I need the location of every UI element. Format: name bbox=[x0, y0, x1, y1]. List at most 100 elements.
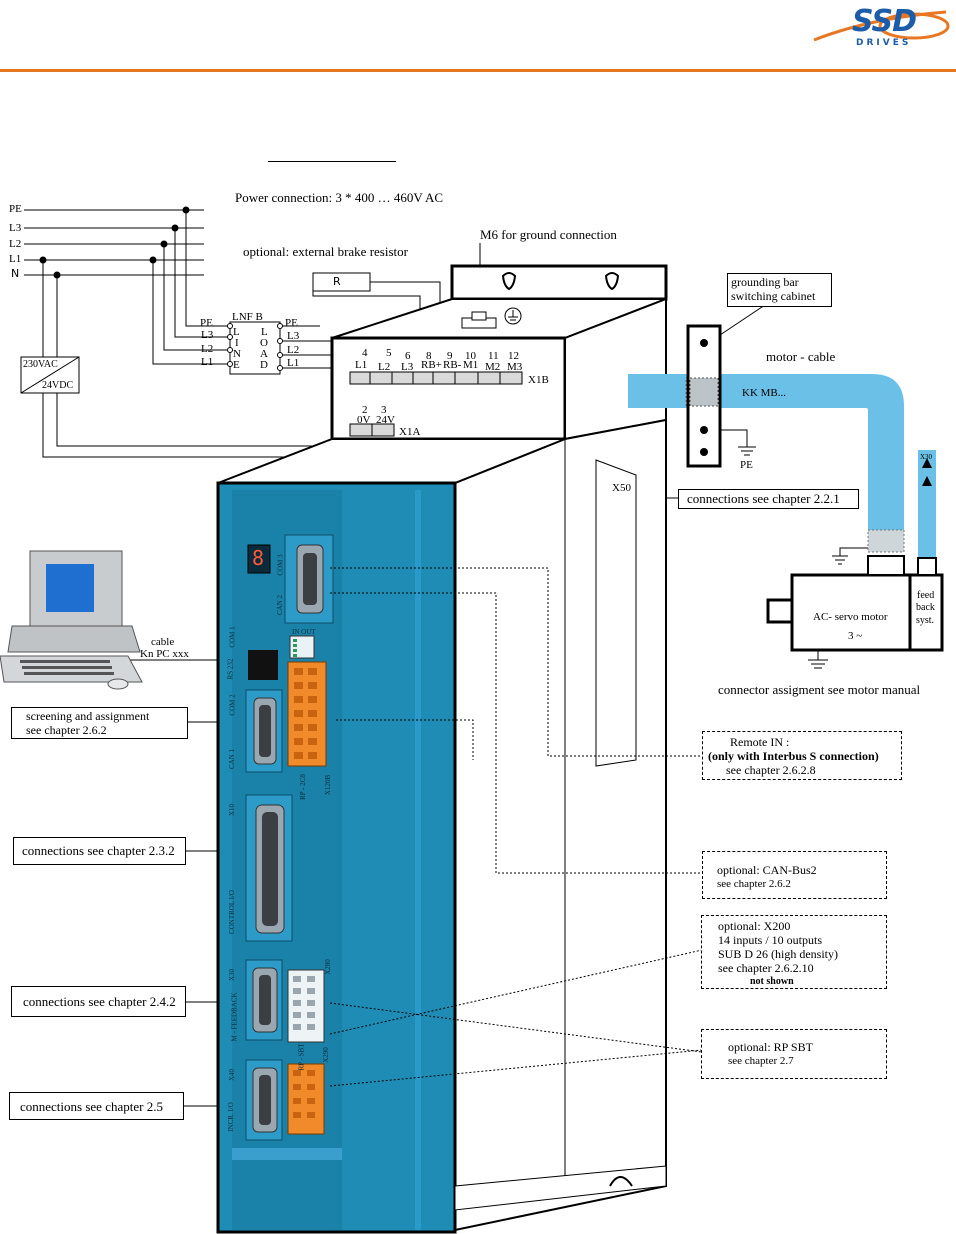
grounding-bar-box: grounding bar switching cabinet bbox=[727, 273, 832, 307]
x1b-number-10: 10 bbox=[465, 350, 476, 362]
x1b-term-rbminus: RB- bbox=[443, 359, 462, 371]
filter-line-letter-3: N bbox=[233, 348, 241, 360]
rp-sbt-line1: optional: RP SBT bbox=[728, 1040, 813, 1054]
x1a-term-0v: 0V bbox=[357, 414, 371, 426]
switching-cabinet-text: switching cabinet bbox=[731, 289, 816, 303]
x1b-terminal-strip bbox=[349, 371, 523, 385]
filter-out-l2: L2 bbox=[287, 344, 300, 356]
filter-out-pe: PE bbox=[285, 317, 298, 329]
filter-terminals bbox=[227, 323, 283, 371]
remote-in-line1: Remote IN : bbox=[730, 735, 790, 749]
feedback-label-3: syst. bbox=[916, 615, 935, 626]
x1b-term-l3: L3 bbox=[401, 361, 414, 373]
x10-note-box: connections see chapter 2.3.2 bbox=[13, 837, 186, 865]
filter-out-l3: L3 bbox=[287, 330, 300, 342]
x200-note-box: optional: X200 14 inputs / 10 outputs SU… bbox=[701, 915, 887, 989]
filter-load-letter-2: O bbox=[260, 337, 268, 349]
panel-label-inout: IN OUT bbox=[292, 628, 316, 636]
ground-connection-label: M6 for ground connection bbox=[480, 227, 617, 242]
feedback-label-2: back bbox=[916, 602, 935, 613]
panel-label-x40: X40 bbox=[228, 1068, 237, 1082]
supply-line-l3: L3 bbox=[9, 222, 22, 234]
can-bus2-note-box: optional: CAN-Bus2 see chapter 2.6.2 bbox=[702, 851, 887, 899]
panel-label-com2: COM 2 bbox=[228, 694, 237, 716]
resistor-symbol-label: R bbox=[333, 275, 341, 288]
panel-label-can1: CAN 1 bbox=[228, 748, 237, 770]
x1b-number-8: 8 bbox=[426, 350, 432, 362]
x50-note-box: connections see chapter 2.2.1 bbox=[678, 489, 859, 509]
pc-illustration bbox=[0, 550, 143, 690]
x1a-terminal-strip bbox=[349, 423, 395, 437]
servo-motor-body bbox=[766, 555, 944, 652]
x1b-number-12: 12 bbox=[508, 350, 519, 362]
remote-in-line3: see chapter 2.6.2.8 bbox=[726, 763, 816, 777]
x200-line2: 14 inputs / 10 outputs bbox=[718, 933, 823, 947]
filter-in-l2: L2 bbox=[201, 343, 214, 355]
panel-label-rp-2c8: RP - 2C8 bbox=[298, 774, 307, 800]
panel-label-incr-io: INCR. I/O bbox=[226, 1102, 235, 1132]
can-bus2-line2: see chapter 2.6.2 bbox=[717, 878, 791, 890]
filter-line-letter-1: L bbox=[233, 326, 240, 338]
cable-type-label: KK MB... bbox=[742, 387, 787, 399]
x1a-term-24v: 24V bbox=[376, 414, 395, 426]
x1b-label: X1B bbox=[528, 374, 549, 386]
x30-cable-tag: X30 bbox=[920, 453, 933, 461]
logo-subtext: DRIVES bbox=[856, 38, 912, 48]
x50-label: X50 bbox=[612, 482, 631, 494]
rp-sbt-note-box: optional: RP SBT see chapter 2.7 bbox=[701, 1029, 887, 1079]
panel-label-control-io: CONTROL I/O bbox=[227, 890, 236, 934]
motor-manual-note: connector assigment see motor manual bbox=[718, 682, 921, 697]
x1b-number-6: 6 bbox=[405, 350, 411, 362]
screening-note-line2: see chapter 2.6.2 bbox=[26, 723, 107, 737]
x1b-term-l1: L1 bbox=[355, 359, 368, 371]
x1b-number-9: 9 bbox=[447, 350, 453, 362]
brake-resistor-label: optional: external brake resistor bbox=[243, 244, 408, 259]
panel-label-x280: X280 bbox=[323, 959, 332, 975]
panel-label-rs232: RS 232 bbox=[226, 658, 235, 680]
power-connection-label: Power connection: 3 * 400 … 460V AC bbox=[235, 190, 444, 205]
panel-label-com1: COM 1 bbox=[228, 626, 237, 648]
motor-cable bbox=[628, 374, 904, 530]
supply-nodes bbox=[39, 206, 190, 279]
can-bus2-line1: optional: CAN-Bus2 bbox=[717, 863, 817, 877]
x1a-label: X1A bbox=[399, 426, 421, 438]
screening-note-box: screening and assignment see chapter 2.6… bbox=[11, 707, 188, 739]
x200-line4: see chapter 2.6.2.10 bbox=[718, 961, 814, 975]
panel-label-x290: X290 bbox=[321, 1047, 330, 1063]
x30-note-box: connections see chapter 2.4.2 bbox=[11, 986, 186, 1017]
header-rule bbox=[0, 69, 956, 72]
logo-text: SSD bbox=[852, 4, 917, 39]
pe-ground-label: PE bbox=[740, 459, 753, 471]
filter-in-pe: PE bbox=[200, 317, 213, 329]
filter-line-letter-2: I bbox=[235, 337, 239, 349]
filter-name: LNF B bbox=[232, 311, 263, 323]
x1b-term-m3: M3 bbox=[507, 361, 523, 373]
x1b-number-4: 4 bbox=[362, 347, 368, 359]
filter-in-l1: L1 bbox=[201, 356, 214, 368]
panel-label-can2: CAN 2 bbox=[276, 594, 285, 616]
title-underline bbox=[268, 161, 396, 162]
rp-sbt-line2: see chapter 2.7 bbox=[728, 1055, 794, 1067]
x1a-number-3: 3 bbox=[381, 404, 387, 416]
supply-line-l1: L1 bbox=[9, 253, 22, 265]
filter-in-l3: L3 bbox=[201, 329, 214, 341]
x1b-term-m2: M2 bbox=[485, 361, 501, 373]
display-window bbox=[247, 544, 271, 574]
panel-label-x10: X10 bbox=[228, 803, 237, 817]
panel-label-m-feedback: M - FEEDBACK bbox=[230, 992, 239, 1042]
pc-cable-label-2: Kn PC xxx bbox=[140, 648, 189, 660]
panel-label-x30: X30 bbox=[228, 968, 237, 982]
psu-output-label: 24VDC bbox=[42, 380, 74, 391]
servo-motor-phase: 3 ~ bbox=[848, 630, 863, 642]
panel-label-rp-sbt: RP - SBT bbox=[297, 1043, 306, 1071]
filter-load-letter-3: A bbox=[260, 348, 268, 360]
x40-note-box: connections see chapter 2.5 bbox=[9, 1092, 184, 1120]
x1b-number-5: 5 bbox=[386, 347, 392, 359]
filter-load-letter-4: D bbox=[260, 359, 268, 371]
panel-label-x120b: X120B bbox=[324, 774, 333, 796]
x200-line5: not shown bbox=[750, 976, 794, 987]
filter-load-letter-1: L bbox=[261, 326, 268, 338]
remote-in-line2: (only with Interbus S connection) bbox=[708, 749, 879, 763]
